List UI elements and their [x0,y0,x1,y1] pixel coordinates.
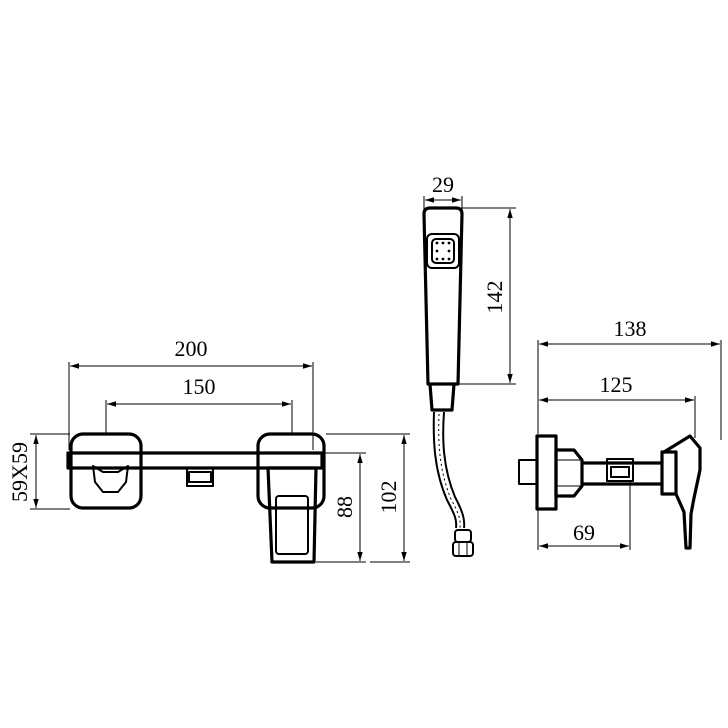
side-view [518,434,702,550]
mixer-body-bar [66,451,324,470]
hose-nut [454,529,472,543]
dim-side-projection: 125 [600,372,633,397]
dim-front-spout-depth: 88 [332,496,357,518]
spray-face-inner [431,238,455,264]
flexible-hose [432,411,466,529]
lever-handle [266,466,318,564]
spray-face-outer [426,233,460,269]
body-cap [660,450,678,496]
hex-body [554,448,584,498]
side-fitting [606,458,634,482]
side-dimensions: 138 125 69 [537,316,722,550]
hand-shower-head [422,206,464,386]
left-valve-nut [92,465,129,493]
hand-shower [422,206,474,557]
center-outlet-fitting [186,467,214,487]
dim-handshower-width: 29 [432,172,454,197]
dim-front-total-depth: 102 [376,481,401,514]
dim-front-mount: 150 [183,374,216,399]
front-dimensions: 200 150 59X59 88 102 [7,336,410,563]
inlet-stub [518,459,538,485]
front-view [66,432,326,564]
side-lever [662,434,702,550]
wall-flange [535,434,558,511]
dim-side-body: 69 [573,520,595,545]
hand-shower-dimensions: 29 142 [423,172,516,385]
cylinder-body [580,461,664,486]
spray-nozzles [435,241,451,261]
right-escutcheon [256,432,326,510]
dim-front-width: 200 [175,336,208,361]
dim-side-total: 138 [614,316,647,341]
dim-plate-size: 59X59 [7,442,32,502]
dim-handshower-length: 142 [482,281,507,314]
